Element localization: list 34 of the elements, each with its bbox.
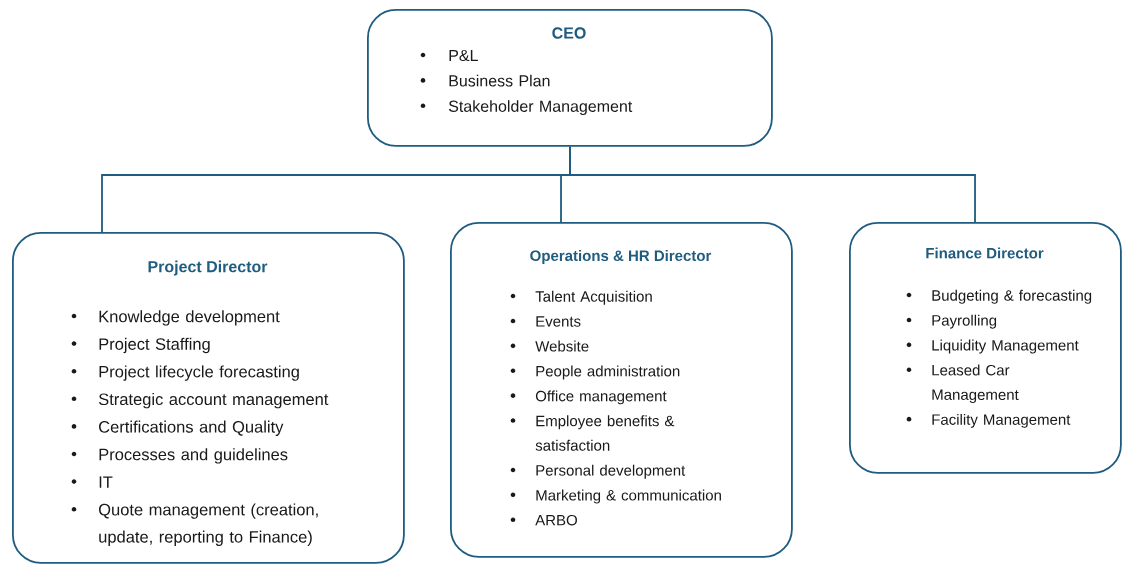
list-item: Certifications and Quality (71, 420, 284, 436)
list-item: IT (71, 476, 113, 488)
list-item: Website (510, 340, 589, 352)
list-item: Project Staffing (71, 337, 210, 354)
list-item: Knowledge development (71, 310, 280, 326)
role-box (367, 9, 773, 147)
list-item: Marketing & communication (510, 489, 721, 504)
heading: CEO (552, 27, 586, 39)
list-item: Project lifecycle forecasting (71, 365, 299, 381)
list-item: Liquidity Management (906, 339, 1079, 354)
list-item: Strategic account management (71, 393, 329, 409)
list-item: Payrolling (906, 314, 997, 329)
heading: Project Director (148, 260, 268, 276)
list-item: Business Plan (420, 74, 550, 87)
list-item: Leased Car Management (906, 364, 1019, 403)
list-item: Processes and guidelines (71, 448, 288, 464)
list-item: Stakeholder Management (420, 100, 633, 116)
role-box (849, 222, 1122, 474)
list-item: Office management (510, 390, 667, 405)
role-box (12, 232, 405, 564)
list-item: Events (510, 316, 581, 327)
connector-line (569, 145, 976, 223)
list-item: Facility Management (906, 413, 1071, 428)
list-item: People administration (510, 365, 680, 380)
list-item: Budgeting & forecasting (906, 289, 1092, 304)
list-item: Employee benefits & satisfaction (510, 415, 675, 451)
role-box (450, 222, 793, 558)
list-item: Talent Acquisition (510, 290, 652, 305)
list-item: Quote management (creation, update, reporting to Finance) (71, 503, 318, 546)
list-item: Personal development (510, 464, 686, 479)
list-item: ARBO (510, 514, 577, 526)
heading: Finance Director (926, 247, 1044, 259)
heading: Operations & HR Director (530, 250, 712, 264)
list-item: P&L (420, 49, 478, 62)
